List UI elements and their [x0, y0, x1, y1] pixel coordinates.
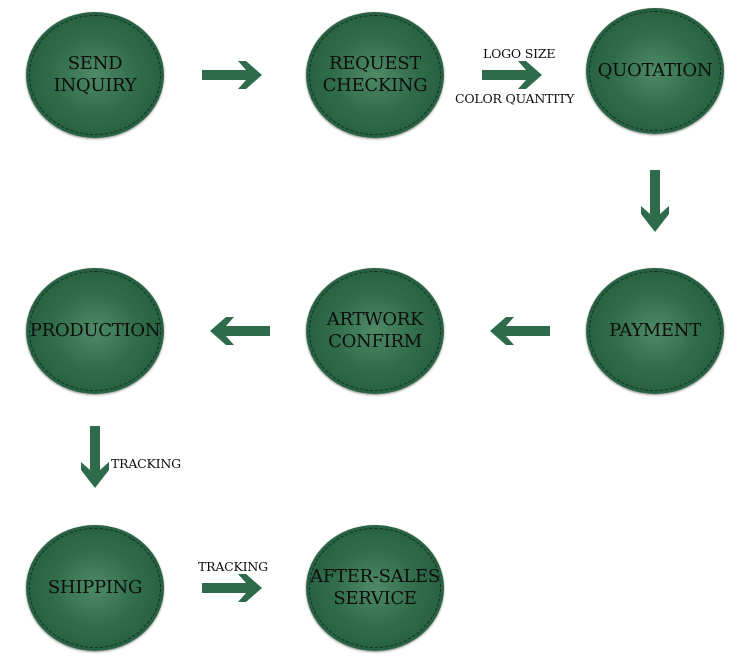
node-label: ARTWORK CONFIRM	[326, 309, 424, 352]
arrow-down-icon	[638, 170, 672, 238]
arrow-right-icon	[202, 571, 270, 605]
note-tracking: TRACKING	[111, 456, 181, 471]
node-send-inquiry: SEND INQUIRY	[26, 12, 164, 138]
node-label: QUOTATION	[597, 60, 713, 81]
arrow-left-icon	[482, 314, 550, 348]
arrow-right-icon	[202, 58, 270, 92]
node-label: PRODUCTION	[29, 320, 161, 341]
node-label: SEND INQUIRY	[53, 53, 137, 96]
note-color-quantity: COLOR QUANTITY	[455, 91, 575, 106]
note-logo-size: LOGO SIZE	[483, 46, 556, 61]
node-production: PRODUCTION	[26, 268, 164, 394]
node-shipping: SHIPPING	[26, 525, 164, 651]
node-label: SHIPPING	[47, 577, 143, 598]
node-quotation: QUOTATION	[586, 8, 724, 134]
node-payment: PAYMENT	[586, 268, 724, 394]
node-label: REQUEST CHECKING	[322, 53, 428, 96]
node-after-sales-service: AFTER-SALES SERVICE	[306, 525, 444, 651]
note-tracking: TRACKING	[198, 559, 268, 574]
arrow-left-icon	[202, 314, 270, 348]
node-label: PAYMENT	[609, 320, 701, 341]
arrow-down-icon	[78, 426, 112, 494]
node-label: AFTER-SALES SERVICE	[310, 566, 440, 609]
node-request-checking: REQUEST CHECKING	[306, 12, 444, 138]
arrow-right-icon	[482, 58, 550, 92]
node-artwork-confirm: ARTWORK CONFIRM	[306, 268, 444, 394]
